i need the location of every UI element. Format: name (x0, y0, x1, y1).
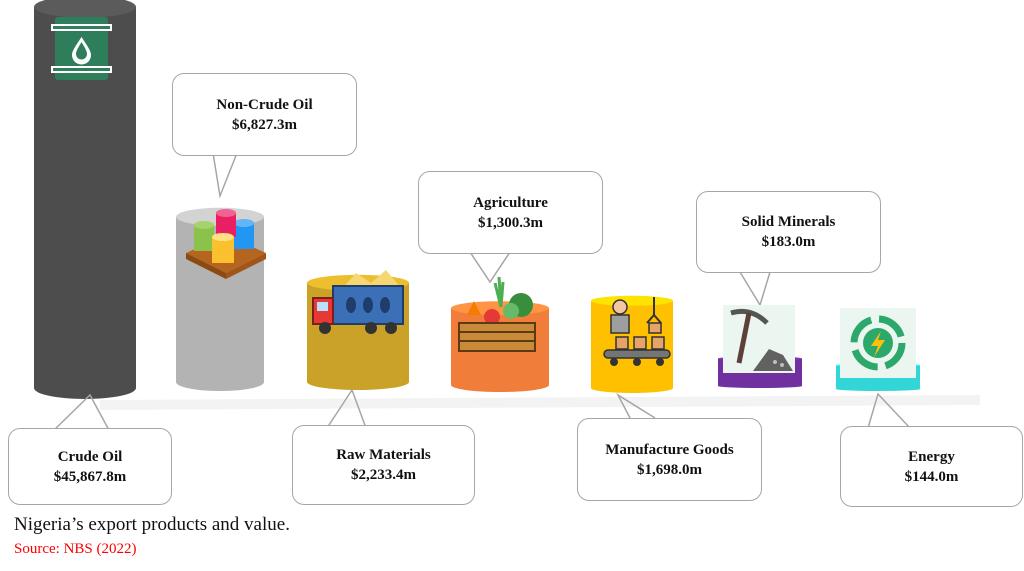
pickaxe-icon (723, 305, 795, 373)
callout-agriculture: Agriculture $1,300.3m (418, 171, 603, 254)
figure-source: Source: NBS (2022) (14, 541, 137, 557)
category-label: Non-Crude Oil (216, 96, 313, 113)
cylinder-bottom (836, 387, 920, 391)
dump-truck-icon (312, 270, 404, 334)
value-label: $1,698.0m (637, 461, 702, 478)
category-label: Crude Oil (57, 448, 123, 465)
value-label: $1,300.3m (478, 214, 543, 231)
callout-non-crude-oil: Non-Crude Oil $6,827.3m (172, 73, 357, 156)
category-label: Agriculture (473, 194, 548, 211)
floor-shadow (100, 395, 980, 410)
cylinder-bottom (34, 377, 136, 399)
factory-worker-conveyor-icon (603, 297, 671, 366)
value-label: $45,867.8m (53, 468, 127, 485)
cylinder-top (34, 0, 136, 18)
callout-solid-minerals: Solid Minerals $183.0m (696, 191, 881, 273)
cylinder-bottom (591, 383, 673, 393)
value-label: $2,233.4m (351, 467, 416, 483)
value-label: $6,827.3m (232, 116, 297, 133)
category-label: Raw Materials (336, 447, 431, 463)
cylinder-bottom (176, 373, 264, 391)
oil-barrel-icon (51, 17, 112, 80)
cylinder-bottom (307, 374, 409, 390)
callout-crude-oil: Crude Oil $45,867.8m (8, 428, 172, 505)
cylinder-bottom (718, 384, 802, 388)
cylinder-top (591, 295, 673, 306)
value-label: $183.0m (761, 234, 816, 250)
figure-caption: Nigeria’s export products and value. (14, 514, 290, 535)
category-label: Solid Minerals (741, 214, 836, 230)
vegetable-crate-icon (458, 276, 536, 352)
callout-connectors (51, 152, 911, 433)
callout-manufacture-goods: Manufacture Goods $1,698.0m (577, 418, 762, 501)
stacked-barrels-icon (186, 209, 266, 279)
renewable-energy-icon (840, 308, 916, 378)
callout-raw-materials: Raw Materials $2,233.4m (292, 425, 475, 505)
callout-energy: Energy $144.0m (840, 426, 1023, 507)
value-label: $144.0m (904, 468, 959, 485)
category-label: Manufacture Goods (605, 441, 734, 458)
category-label: Energy (908, 448, 955, 465)
cylinder-bottom (451, 378, 549, 392)
